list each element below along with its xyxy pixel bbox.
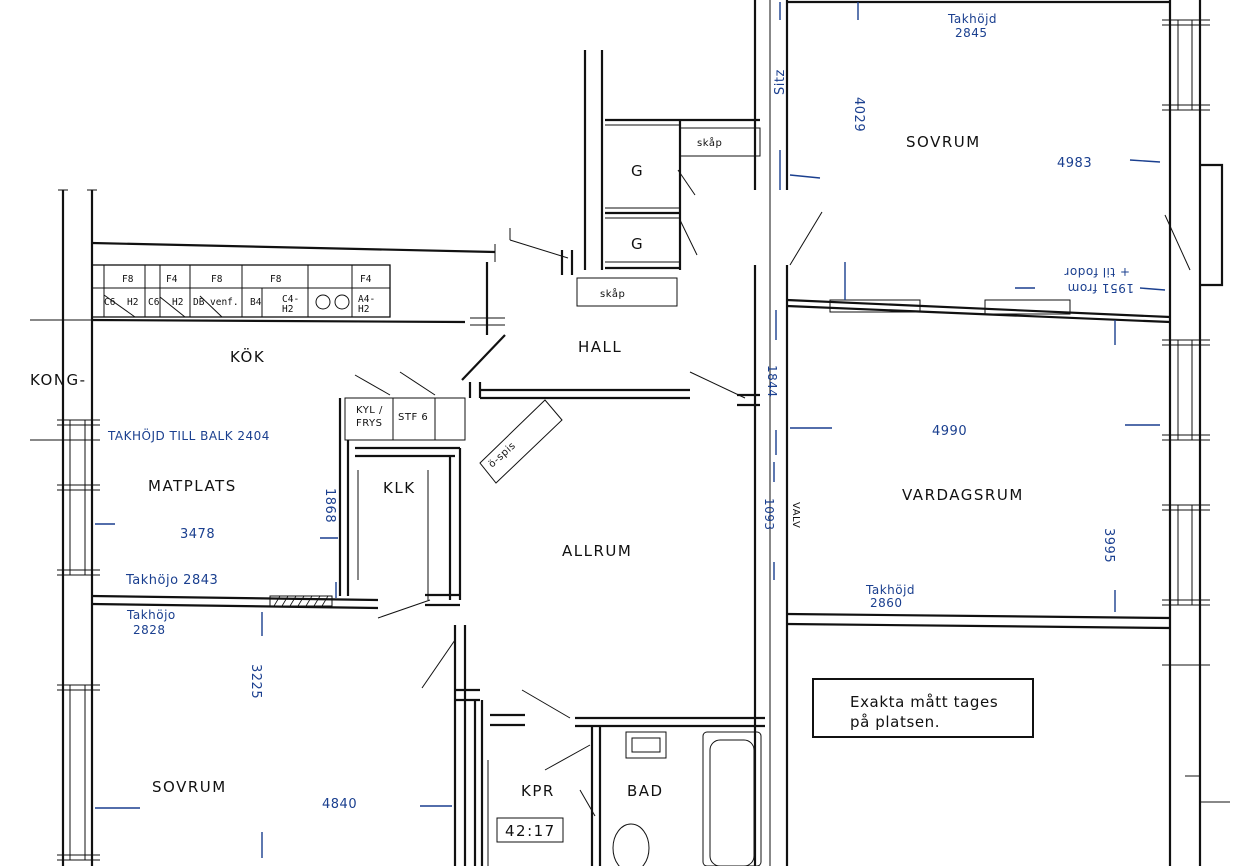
room-balkong-fragment: KONG- [30,371,87,389]
cab-lower-2: H2 [127,297,138,308]
fixture-kyl-2: FRYS [356,418,383,429]
closet-g1: G [631,162,644,180]
cab-lower-8: C4- [282,294,299,305]
cab-upper-5: F4 [360,274,372,285]
disclaimer-box [812,678,1034,738]
cab-lower-7: B4 [250,297,262,308]
note-sovrum-width: 4983 [1057,156,1092,171]
closet-skap1: skåp [697,136,722,149]
fixture-kpr-tag: 42:17 [505,822,556,840]
room-matplats: MATPLATS [148,477,237,495]
note-takhojd-balk: TAKHÖJD TILL BALK 2404 [107,427,270,443]
fixture-labels: G G skåp skåp KYL / FRYS STF 6 ö-spis Si… [356,69,801,840]
note-vardag-depth: 3995 [1101,528,1116,563]
disclaimer-line-1: Exakta mått tages [850,693,999,711]
cab-lower-10: A4- [358,294,375,305]
room-sovrum-bottom: SOVRUM [152,778,227,796]
note-takhojd-sovrum: Takhöjo [126,608,176,622]
cab-lower-11: H2 [358,304,369,315]
walls [30,0,1230,866]
cab-upper-2: F4 [166,274,178,285]
handwritten-annotations: Takhöjd 2845 4029 4983 + til fodor 1951 … [107,12,1134,812]
cab-upper-4: F8 [270,274,282,285]
disclaimer-text: Exakta mått tages på platsen. [850,692,998,732]
cab-lower-5: DB [193,297,205,308]
note-takhojd-matplats: Takhöjo 2843 [125,573,218,588]
room-vardagsrum: VARDAGSRUM [902,486,1024,504]
note-matplats-width: 3478 [180,527,215,542]
note-takhojd-top-val: 2845 [955,26,988,40]
dimension-arrows [95,2,1166,858]
room-allrum: ALLRUM [562,542,632,560]
cab-lower-1: C6 [104,297,116,308]
closet-g2: G [631,235,644,253]
note-takhojd-vardag: Takhöjd [865,583,915,597]
room-sovrum-top: SOVRUM [906,133,981,151]
note-takhojd-sovrum-val: 2828 [133,623,166,637]
note-vardag-width: 4990 [932,424,967,439]
note-tilfoder-1: + til fodor [1064,265,1130,279]
fixture-stitz: Sitz [773,69,788,95]
room-klk: KLK [383,479,416,497]
room-bad: BAD [627,782,664,800]
room-kpr: KPR [521,782,555,800]
cab-upper-1: F8 [122,274,134,285]
note-sovrum-b-width: 4840 [322,797,357,812]
disclaimer-line-2: på platsen. [850,713,941,731]
room-kok: KÖK [230,347,265,366]
note-takhojd-vardag-val: 2860 [870,596,903,610]
note-klk-valv: 1093 [762,498,776,531]
room-hall: HALL [578,338,622,356]
note-sovrum-depth: 4029 [851,97,866,132]
cab-lower-6: venf. [210,297,239,308]
cab-lower-4: H2 [172,297,183,308]
note-tilfoder-2: 1951 from [1067,281,1134,295]
note-klk-dim: 1868 [322,488,337,523]
fixture-valv: VALV [790,502,801,528]
kitchen-cabinets: F8 F4 F8 F8 F4 C6 H2 C6 H2 DB venf. B4 C… [91,264,391,318]
note-takhojd-top: Takhöjd [947,12,997,26]
cab-lower-9: H2 [282,304,293,315]
note-hall-dim: 1844 [765,365,779,398]
cab-lower-3: C6 [148,297,160,308]
closet-skap2: skåp [600,287,625,300]
cab-upper-3: F8 [211,274,223,285]
note-sovrum-b-depth: 3225 [248,664,263,699]
fixture-kyl-1: KYL / [356,405,383,416]
fixture-stf6: STF 6 [398,412,428,423]
room-labels: KÖK HALL SOVRUM VARDAGSRUM MATPLATS KLK … [30,133,1024,800]
